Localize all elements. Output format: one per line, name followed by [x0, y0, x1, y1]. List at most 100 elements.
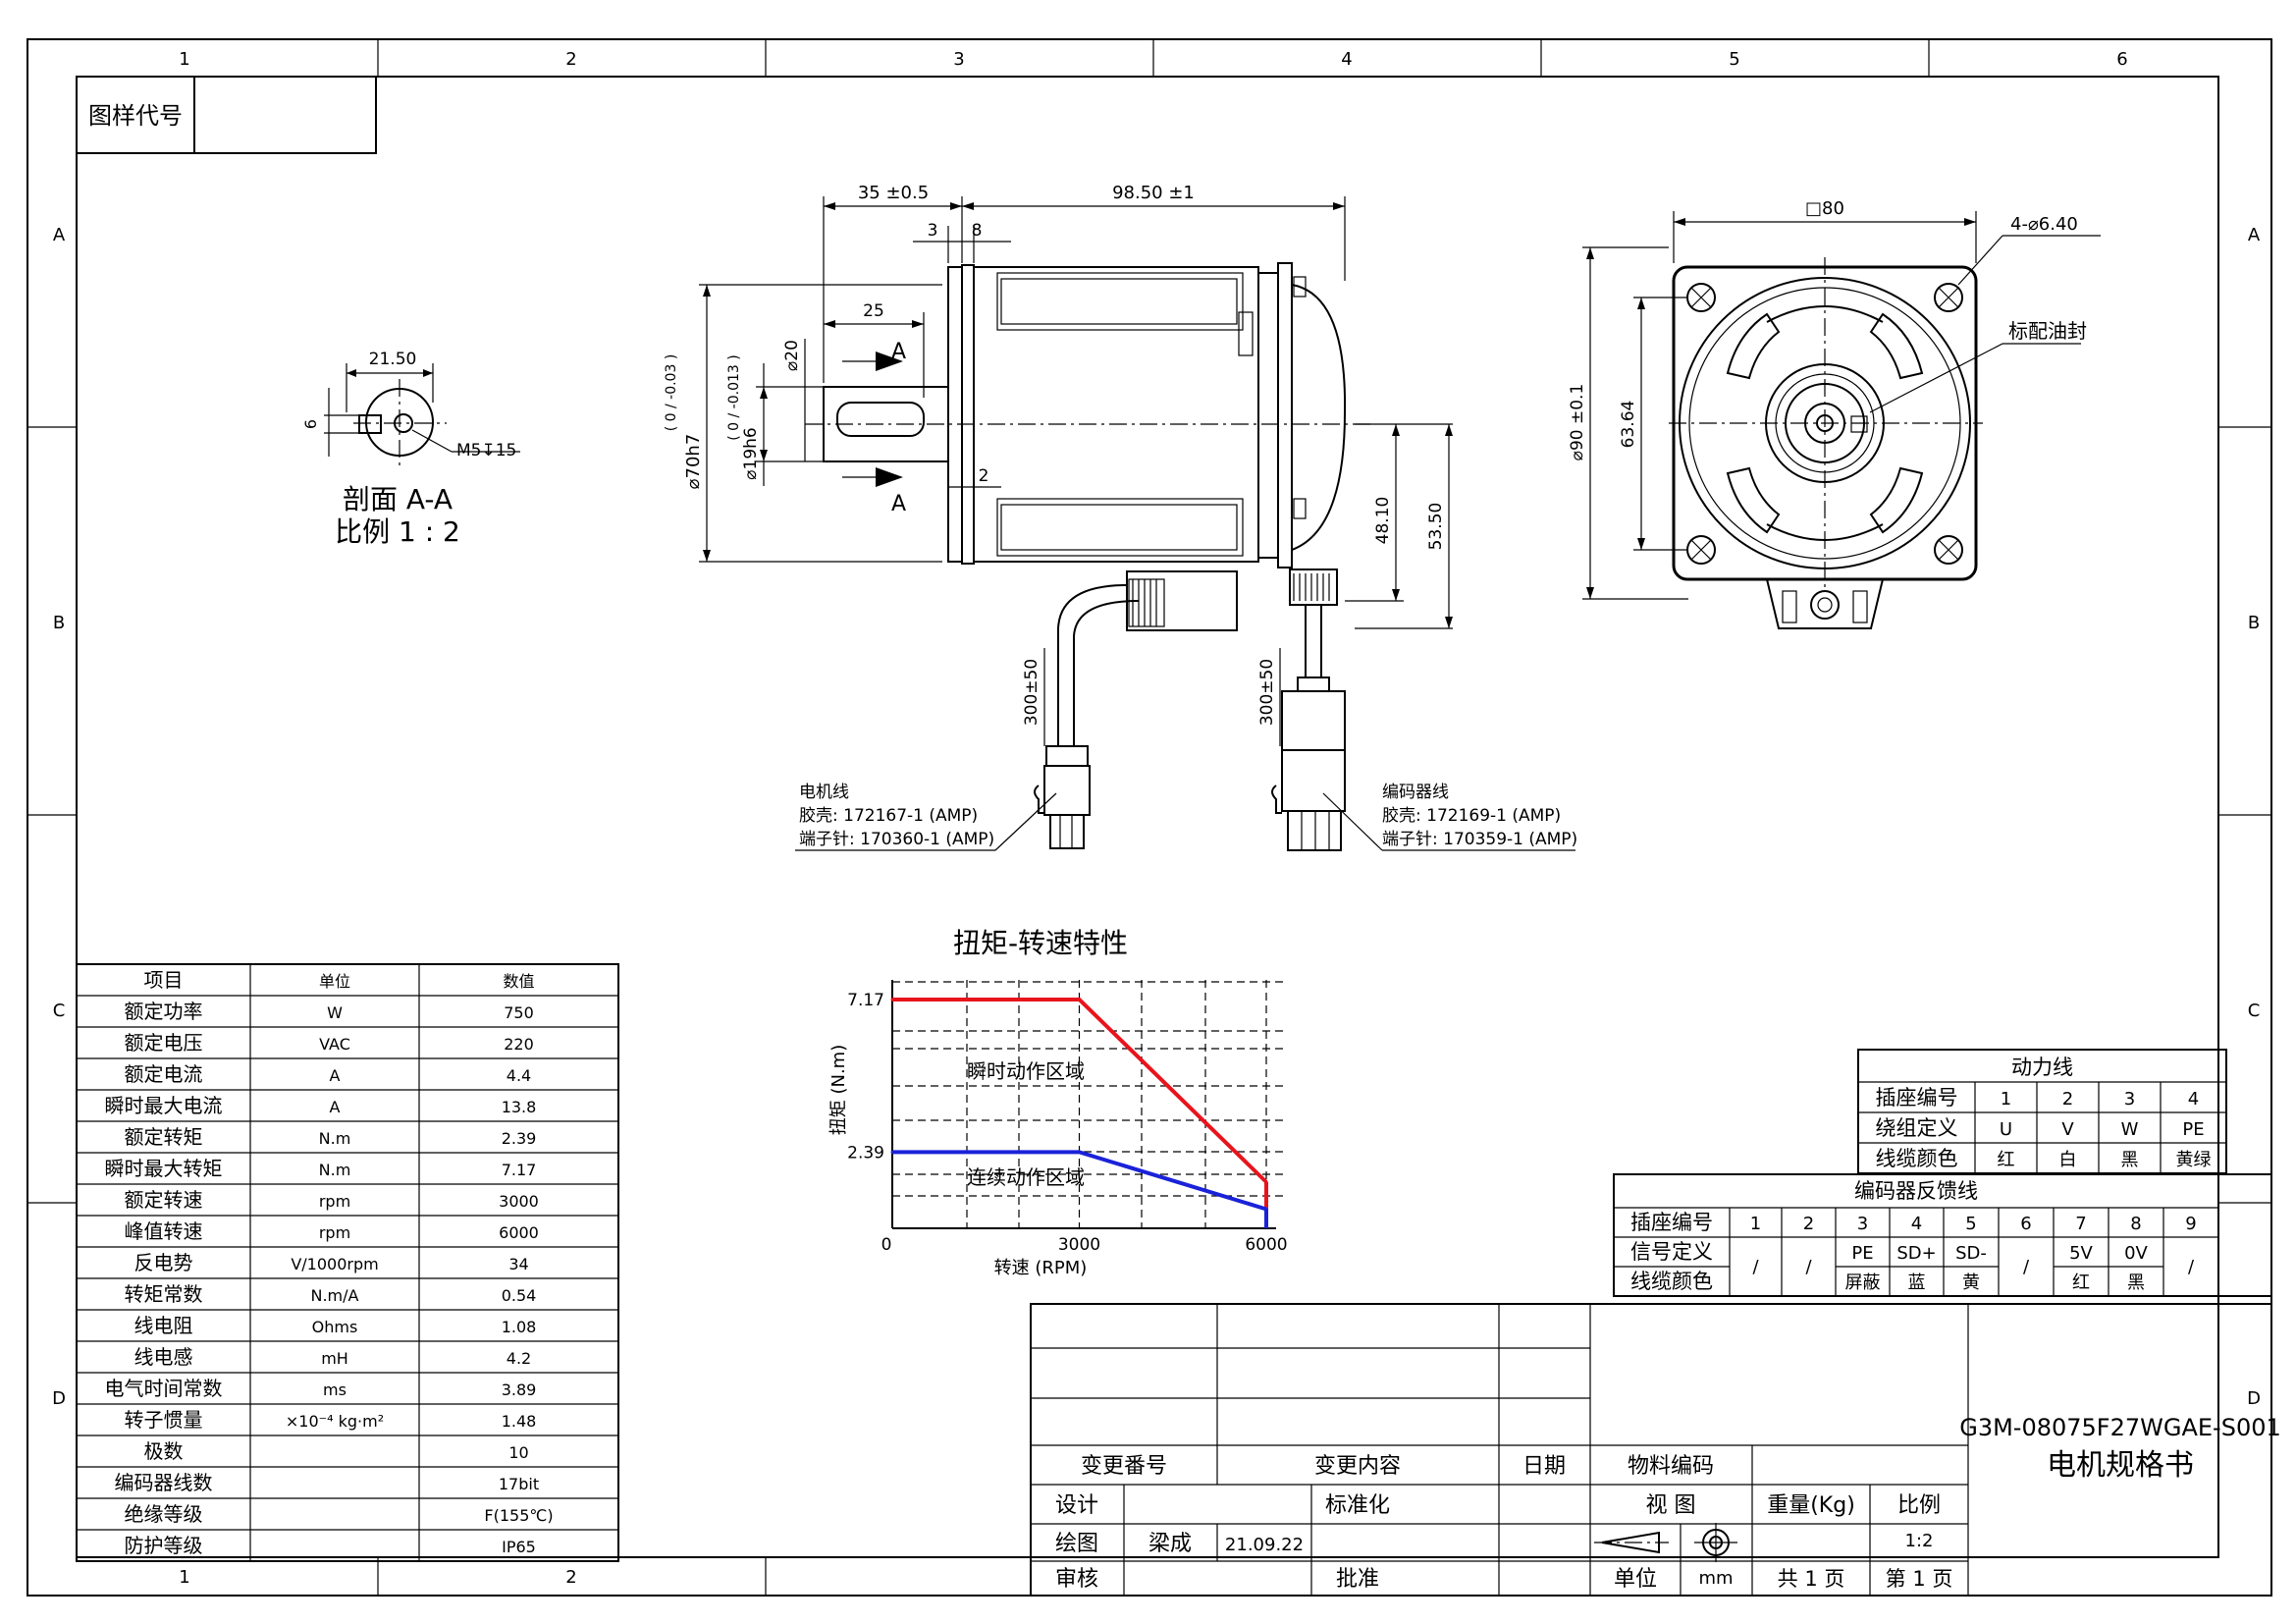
front-63-dim: 63.64	[1619, 401, 1638, 449]
zone-row-c-left: C	[53, 1001, 66, 1021]
tb-drawer: 梁成	[1148, 1532, 1192, 1556]
spec-table-cell: 转矩常数	[125, 1282, 203, 1306]
frame-zone-labels: 1 2 3 4 5 6 A B C D A B C D 1 2	[52, 49, 2261, 1588]
spec-table-cell: 220	[504, 1035, 534, 1054]
tb-part-no: G3M-08075F27WGAE-S001	[1959, 1414, 2281, 1441]
encoder-table-cell: 8	[2130, 1214, 2141, 1234]
front-square-dim: □80	[1805, 198, 1844, 219]
encoder-table-cell: 4	[1911, 1214, 1922, 1234]
motor-front-view: □80 4-⌀6.40 标配油封 ⌀90 ±0.1 63.64	[1568, 198, 2101, 629]
encoder-table-cell: 蓝	[1908, 1272, 1926, 1293]
encoder-table-cell: 9	[2185, 1214, 2196, 1234]
power-table-cell: PE	[2182, 1119, 2204, 1140]
zone-col-6: 6	[2116, 49, 2127, 70]
spec-table-cell: 3000	[499, 1192, 539, 1211]
power-table-cell: 2	[2062, 1089, 2073, 1110]
shaft-dia: ⌀19h6	[741, 427, 761, 479]
chart-region-label: 连续动作区域	[967, 1165, 1085, 1189]
spec-table-cell: 线电感	[134, 1345, 193, 1369]
tb-total-pages: 共 1 页	[1778, 1567, 1845, 1591]
encoder-table-cell: 屏蔽	[1845, 1272, 1881, 1293]
tb-unit-value: mm	[1698, 1568, 1733, 1589]
zone-row-d-right: D	[2247, 1388, 2261, 1409]
power-table-cell: 3	[2124, 1089, 2135, 1110]
spec-table-cell: 17bit	[499, 1475, 539, 1493]
encoder-cable-pin: 端子针: 170359-1 (AMP)	[1382, 830, 1577, 849]
spec-table-cell: 瞬时最大转矩	[105, 1157, 223, 1180]
spec-table-cell: 1.08	[502, 1318, 537, 1336]
tb-change-no: 变更番号	[1081, 1454, 1167, 1479]
tb-review: 审核	[1055, 1567, 1098, 1592]
cable-length-motor: 300±50	[1022, 659, 1041, 726]
spec-table-header: 数值	[503, 972, 534, 991]
tb-view: 视 图	[1646, 1493, 1696, 1518]
encoder-table-cell: 5	[1965, 1214, 1976, 1234]
dim-body-length: 98.50 ±1	[1112, 183, 1195, 203]
front-holes-callout: 4-⌀6.40	[2010, 214, 2078, 235]
encoder-table-cell: 7	[2075, 1214, 2086, 1234]
chart-point	[1264, 1208, 1268, 1212]
encoder-cable-housing: 胶壳: 172169-1 (AMP)	[1382, 806, 1561, 826]
section-title: 剖面 A-A	[343, 483, 453, 515]
zone-row-a-left: A	[53, 225, 66, 245]
zone-bottom-col-2: 2	[565, 1567, 576, 1588]
flange	[947, 266, 963, 563]
title-block: 变更番号 变更内容 日期 物料编码 设计 标准化 视 图 重量(Kg) 比例 绘…	[1030, 1303, 2281, 1597]
motor-cable-pin: 端子针: 170360-1 (AMP)	[799, 830, 994, 849]
drawing-code-box: 图样代号	[76, 76, 377, 154]
dim-8: 8	[972, 221, 983, 241]
spec-table-cell: 线电阻	[134, 1314, 193, 1337]
spec-table-border	[76, 963, 619, 1562]
spec-table-cell: 转子惯量	[125, 1408, 203, 1432]
spec-table-cell: N.m	[319, 1161, 351, 1179]
power-table-cell: 黄绿	[2176, 1150, 2212, 1170]
spec-table-cell: 0.54	[502, 1286, 537, 1305]
key-dia: ⌀20	[782, 340, 802, 371]
pilot-tol: ( 0 / -0.03 )	[664, 354, 679, 432]
chart-point	[1078, 998, 1081, 1001]
chart-y-tick-label: 7.17	[847, 991, 884, 1010]
encoder-table-cell: 3	[1857, 1214, 1868, 1234]
spec-table-cell: 峰值转速	[125, 1219, 203, 1243]
spec-table-cell: ×10⁻⁴ kg·m²	[286, 1412, 384, 1431]
spec-table-cell: 反电势	[134, 1251, 193, 1274]
cable-length-encoder: 300±50	[1257, 659, 1277, 726]
spec-table-cell: 防护等级	[125, 1534, 203, 1557]
encoder-table-cell: SD+	[1896, 1243, 1936, 1264]
spec-table-cell: Ohms	[312, 1318, 358, 1336]
spec-table-cell: 额定电压	[125, 1031, 203, 1055]
spec-table-cell: mH	[321, 1349, 348, 1368]
chart-point	[1264, 1180, 1268, 1184]
encoder-table-cell: 5V	[2069, 1243, 2093, 1264]
power-table-cell: 线缆颜色	[1876, 1147, 1958, 1170]
power-table-cell: 白	[2059, 1150, 2077, 1170]
encoder-table-cell: 黑	[2127, 1272, 2145, 1293]
power-table-cell: W	[2121, 1119, 2139, 1140]
zone-col-3: 3	[953, 49, 964, 70]
spec-table-cell: N.m	[319, 1129, 351, 1148]
dim-48: 48.10	[1373, 497, 1393, 545]
section-mark-bottom: A	[891, 492, 906, 516]
tb-ratio: 比例	[1897, 1493, 1941, 1518]
front-dia-dim: ⌀90 ±0.1	[1568, 384, 1587, 461]
chart-point	[890, 1150, 894, 1154]
encoder-table-title: 编码器反馈线	[1854, 1179, 1978, 1203]
encoder-table-cell: 6	[2020, 1214, 2031, 1234]
tb-design: 设计	[1055, 1493, 1098, 1518]
chart-series-line	[892, 998, 1268, 1184]
spec-table-cell: 750	[504, 1003, 534, 1022]
shaft-tol: ( 0 / -0.013 )	[726, 354, 742, 440]
tb-weight: 重量(Kg)	[1767, 1493, 1855, 1518]
spec-table-cell: 编码器线数	[115, 1471, 213, 1494]
spec-table-cell: A	[330, 1098, 341, 1116]
spec-table-cell: 10	[508, 1443, 528, 1462]
encoder-table-cell: /	[2188, 1257, 2195, 1277]
tb-page: 第 1 页	[1886, 1567, 1953, 1591]
spec-table-cell: 额定电流	[125, 1062, 203, 1086]
chart-x-tick-label: 0	[881, 1235, 892, 1255]
spec-table-cell: 4.4	[507, 1066, 531, 1085]
